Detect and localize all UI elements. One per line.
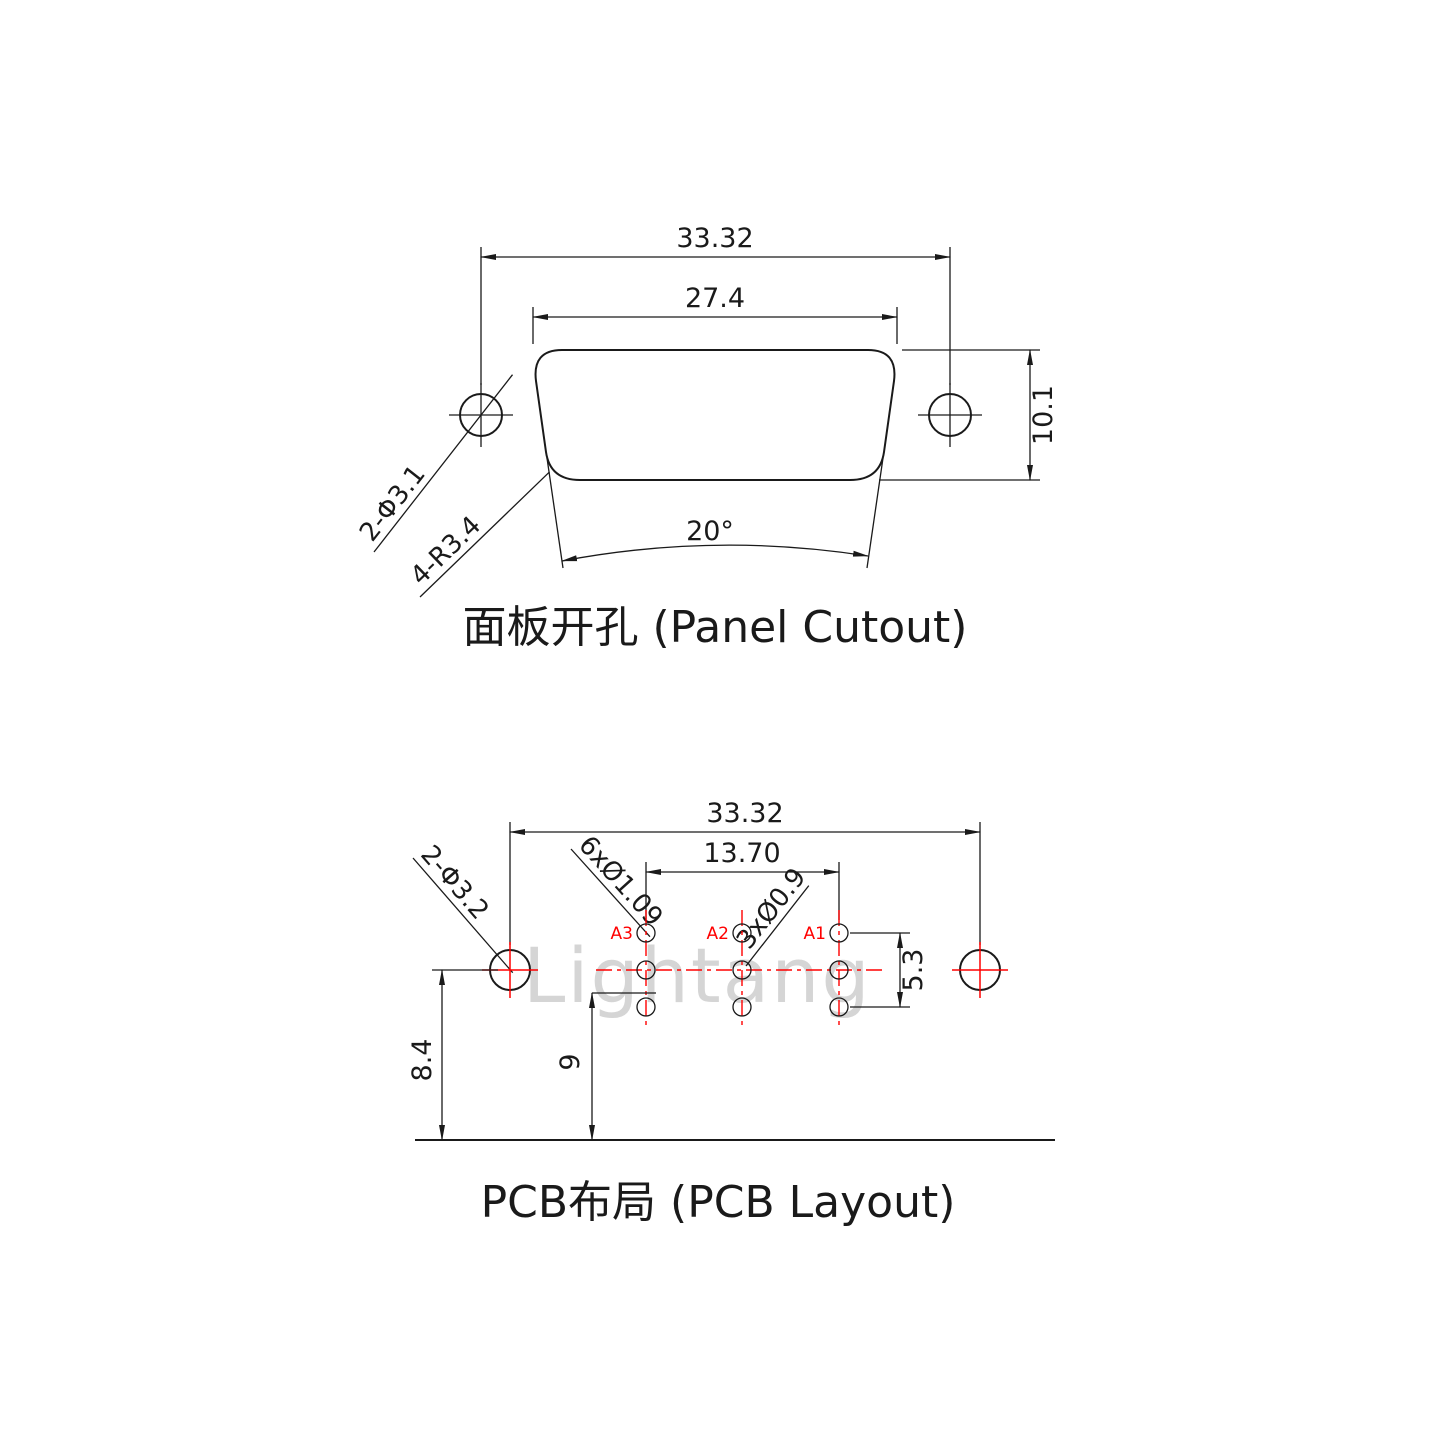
label-text-outer-holes: 6xØ1.09 bbox=[572, 830, 668, 932]
panel-cutout-drawing: 33.32 27.4 10.1 bbox=[354, 223, 1059, 653]
dim-text-height: 10.1 bbox=[1028, 385, 1059, 445]
pin-column-a2: A2 bbox=[707, 910, 752, 1030]
label-panel-mounting-holes: 2-Φ3.1 bbox=[354, 374, 514, 553]
pin-label-a3: A3 bbox=[611, 924, 633, 944]
dim-text-pin-column-height: 5.3 bbox=[898, 949, 929, 992]
dim-mount-hole-to-edge: 8.4 bbox=[407, 969, 498, 1141]
panel-mounting-hole-right bbox=[918, 383, 982, 447]
dim-pin-column-height: 5.3 bbox=[850, 932, 929, 1008]
dim-panel-overall-width: 33.32 bbox=[480, 223, 951, 385]
label-outer-holes: 6xØ1.09 bbox=[570, 830, 668, 938]
dim-text-pcb-overall-width: 33.32 bbox=[706, 798, 783, 829]
dim-text-overall-width: 33.32 bbox=[676, 223, 753, 254]
pin-column-a1: A1 bbox=[804, 910, 849, 1030]
label-text-pcb-mounting-holes: 2-Φ3.2 bbox=[414, 840, 494, 926]
label-pcb-mounting-holes: 2-Φ3.2 bbox=[412, 840, 514, 974]
dim-centerline-to-edge: 9 bbox=[555, 992, 656, 1141]
dim-text-side-angle: 20° bbox=[686, 516, 734, 547]
dim-panel-cutout-width: 27.4 bbox=[532, 283, 898, 344]
dim-pin-row-width: 13.70 bbox=[645, 838, 840, 920]
dim-text-mount-hole-to-edge: 8.4 bbox=[407, 1039, 438, 1082]
panel-cutout-caption: 面板开孔 (Panel Cutout) bbox=[463, 602, 968, 653]
pin-column-a3: A3 bbox=[611, 910, 656, 1030]
dim-text-cutout-width: 27.4 bbox=[685, 283, 745, 314]
label-text-mounting-holes: 2-Φ3.1 bbox=[354, 460, 432, 548]
pin-label-a2: A2 bbox=[707, 924, 729, 944]
dim-text-centerline-to-edge: 9 bbox=[555, 1053, 586, 1070]
dim-pcb-overall-width: 33.32 bbox=[509, 798, 981, 945]
dim-panel-height: 10.1 bbox=[879, 349, 1059, 481]
pin-label-a1: A1 bbox=[804, 924, 826, 944]
label-text-corner-radius: 4-R3.4 bbox=[405, 511, 487, 592]
watermark: Lightang bbox=[523, 931, 872, 1020]
dim-text-pin-row-width: 13.70 bbox=[703, 838, 780, 869]
pcb-layout-caption: PCB布局 (PCB Layout) bbox=[481, 1177, 956, 1228]
cutout-outline bbox=[534, 349, 896, 481]
pcb-mounting-hole-right bbox=[952, 942, 1008, 998]
angle-annotation: 20° bbox=[546, 457, 884, 569]
pcb-layout-drawing: Lightang 33.32 13.70 2-Φ3.2 6xØ1.09 bbox=[407, 798, 1055, 1228]
